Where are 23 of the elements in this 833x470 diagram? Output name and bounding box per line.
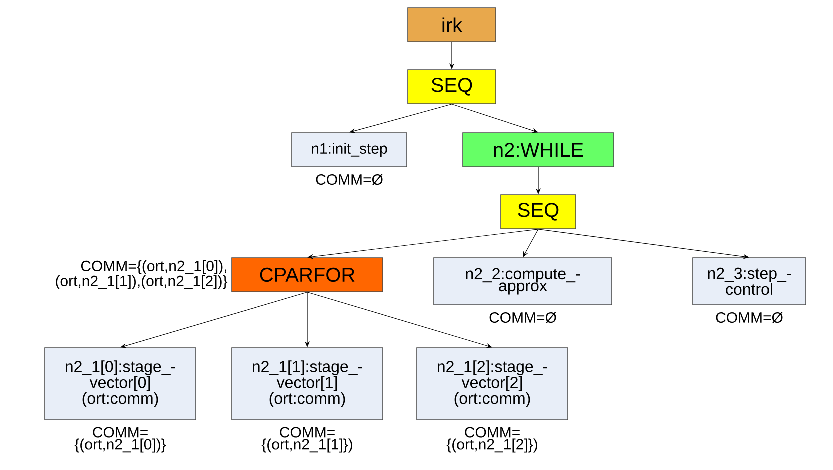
arrow xyxy=(350,104,452,134)
construct-box: SEQ xyxy=(408,70,496,104)
construct-box: irk xyxy=(408,8,496,42)
task-box: n2_2:compute_- approx xyxy=(434,258,612,306)
arrow xyxy=(307,292,492,348)
construct-box: n2:WHILE xyxy=(462,132,614,168)
task-box: n2_3:step_- control xyxy=(692,258,806,306)
arrow xyxy=(120,292,308,348)
annotation: COMM={(ort,n2_1[0]), (ort,n2_1[1]),(ort,n2_1[2])} xyxy=(56,260,228,290)
annotation: COMM=Ø xyxy=(716,312,783,324)
annotation: COMM= {(ort,n2_1[2]}) xyxy=(446,427,538,453)
annotation: COMM= {(ort,n2_1[0])} xyxy=(74,427,166,453)
arrow xyxy=(308,229,539,260)
construct-box: CPARFOR xyxy=(232,258,384,292)
annotation: COMM=Ø xyxy=(490,312,556,324)
task-box: n2_1[1]:stage_- vector[1] (ort:comm) xyxy=(232,348,384,420)
task-box: n2_1[0]:stage_- vector[0] (ort:comm) xyxy=(44,348,196,420)
annotation: COMM= {(ort,n2_1[1]}) xyxy=(262,427,352,453)
annotation: COMM=Ø xyxy=(316,174,383,186)
task-box: n1:init_step xyxy=(292,132,408,168)
task-box: n2_1[2]:stage_- vector[2] (ort:comm) xyxy=(416,348,568,420)
construct-box: SEQ xyxy=(500,194,576,230)
arrow xyxy=(452,104,538,134)
